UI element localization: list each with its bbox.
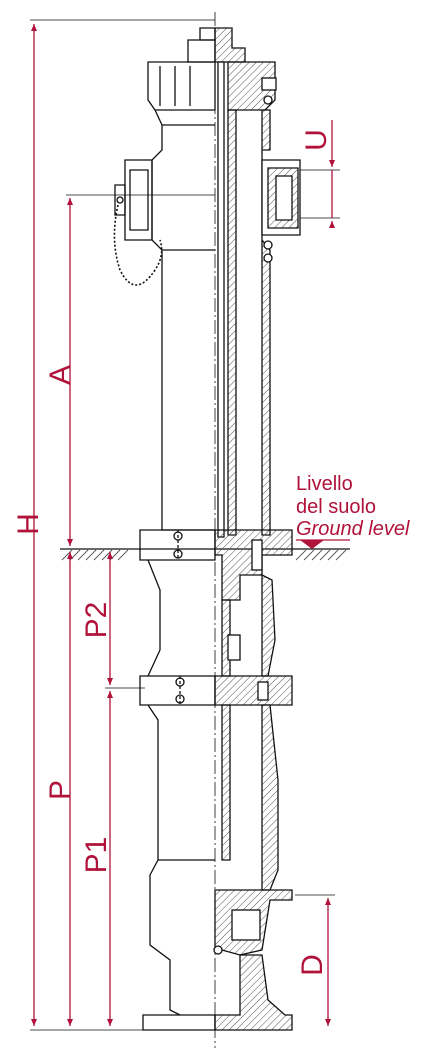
label-P: P <box>44 780 77 800</box>
hydrant-exterior <box>113 27 216 1031</box>
extension-lines <box>30 19 340 1031</box>
hydrant-section <box>213 27 301 1031</box>
ground-label-it-line2: del suolo <box>296 496 376 518</box>
label-U: U <box>300 129 333 151</box>
label-A: A <box>44 365 77 385</box>
label-H: H <box>12 513 45 535</box>
label-P2: P2 <box>80 602 113 639</box>
ground-marker <box>300 540 324 549</box>
label-P1: P1 <box>80 837 113 874</box>
ground-label-en: Ground level <box>296 518 410 540</box>
ground-line <box>60 548 350 561</box>
dimension-lines <box>31 24 350 1026</box>
label-D: D <box>296 954 329 976</box>
ground-label-it-line1: Livello <box>296 473 353 495</box>
